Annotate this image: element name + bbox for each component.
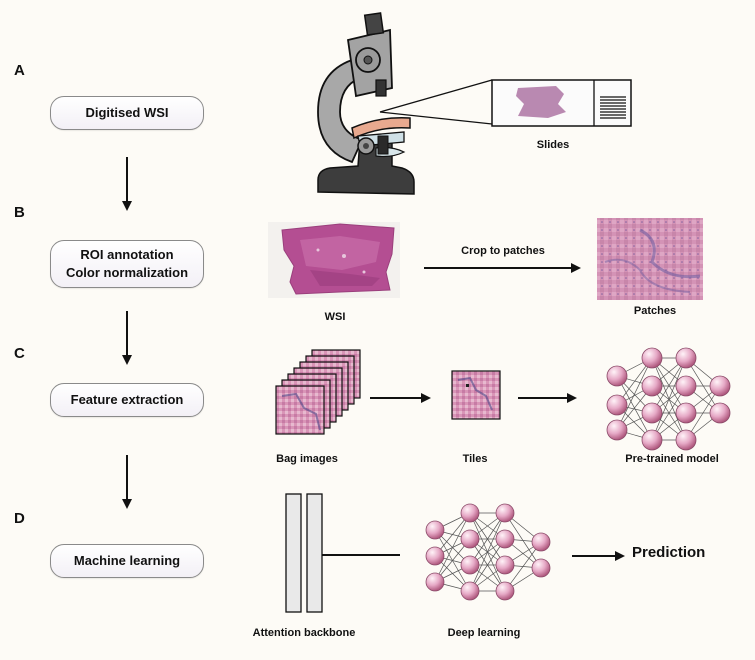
slides-caption: Slides — [536, 139, 570, 151]
network-edge — [685, 357, 721, 414]
pretrained-network — [606, 347, 731, 451]
patches-caption: Patches — [633, 305, 677, 317]
network-node — [675, 347, 697, 369]
network-node — [495, 529, 515, 549]
feature-extraction-label: Feature extraction — [70, 392, 184, 408]
digitised-wsi-label: Digitised WSI — [85, 105, 169, 121]
network-node — [675, 402, 697, 424]
machine-learning-box: Machine learning — [50, 544, 204, 578]
network-node — [709, 402, 731, 424]
step-letter-a: A — [14, 62, 25, 79]
network-node — [495, 555, 515, 575]
attention-backbone-caption: Attention backbone — [252, 627, 356, 639]
step-letter-d: D — [14, 510, 25, 527]
network-node — [641, 429, 663, 451]
attention-backbone-bars — [285, 493, 323, 613]
network-node — [641, 347, 663, 369]
step-letter-c: C — [14, 345, 25, 362]
network-edge — [685, 385, 721, 441]
network-edge — [469, 538, 506, 592]
feature-extraction-box: Feature extraction — [50, 383, 204, 417]
network-node — [641, 402, 663, 424]
wsi-image — [268, 222, 400, 298]
glass-slide-illustration — [491, 79, 632, 127]
network-edge — [651, 357, 687, 414]
barcode-icon — [600, 96, 626, 119]
network-node — [531, 558, 551, 578]
network-node — [606, 365, 628, 387]
network-node — [425, 572, 445, 592]
tiles-caption: Tiles — [462, 453, 488, 465]
crop-to-patches-label: Crop to patches — [461, 245, 545, 257]
bag-image-tile — [275, 385, 325, 435]
network-edge — [504, 541, 542, 592]
digitised-wsi-box: Digitised WSI — [50, 96, 204, 130]
network-node — [425, 546, 445, 566]
network-node — [606, 419, 628, 441]
tile-image — [451, 370, 501, 420]
bag-images-caption: Bag images — [276, 453, 338, 465]
wsi-caption: WSI — [324, 311, 346, 323]
color-normalization-label: Color normalization — [65, 265, 189, 280]
step-letter-b: B — [14, 204, 25, 221]
network-node — [641, 375, 663, 397]
bag-images-stack — [275, 349, 361, 435]
network-edge — [651, 385, 687, 441]
network-edge — [469, 512, 506, 566]
patches-image — [597, 218, 703, 300]
microscope-illustration — [317, 12, 493, 195]
network-node — [709, 375, 731, 397]
roi-annotation-label: ROI annotation — [80, 247, 174, 263]
network-edge — [434, 512, 471, 583]
network-node — [531, 532, 551, 552]
network-node — [460, 555, 480, 575]
network-node — [460, 581, 480, 601]
network-node — [460, 529, 480, 549]
network-node — [425, 520, 445, 540]
bag-image-stain — [281, 392, 321, 431]
pretrained-model-caption: Pre-trained model — [625, 453, 719, 465]
deep-learning-network — [425, 503, 551, 601]
network-edge — [616, 357, 653, 431]
machine-learning-label: Machine learning — [73, 553, 181, 569]
network-node — [495, 503, 515, 523]
network-node — [606, 394, 628, 416]
network-node — [495, 581, 515, 601]
prediction-label: Prediction — [632, 544, 706, 561]
network-node — [675, 375, 697, 397]
network-node — [675, 429, 697, 451]
roi-annotation-box: ROI annotation Color normalization — [50, 240, 204, 288]
deep-learning-caption: Deep learning — [447, 627, 521, 639]
network-edge — [651, 357, 687, 441]
network-edge — [469, 512, 506, 592]
network-node — [460, 503, 480, 523]
